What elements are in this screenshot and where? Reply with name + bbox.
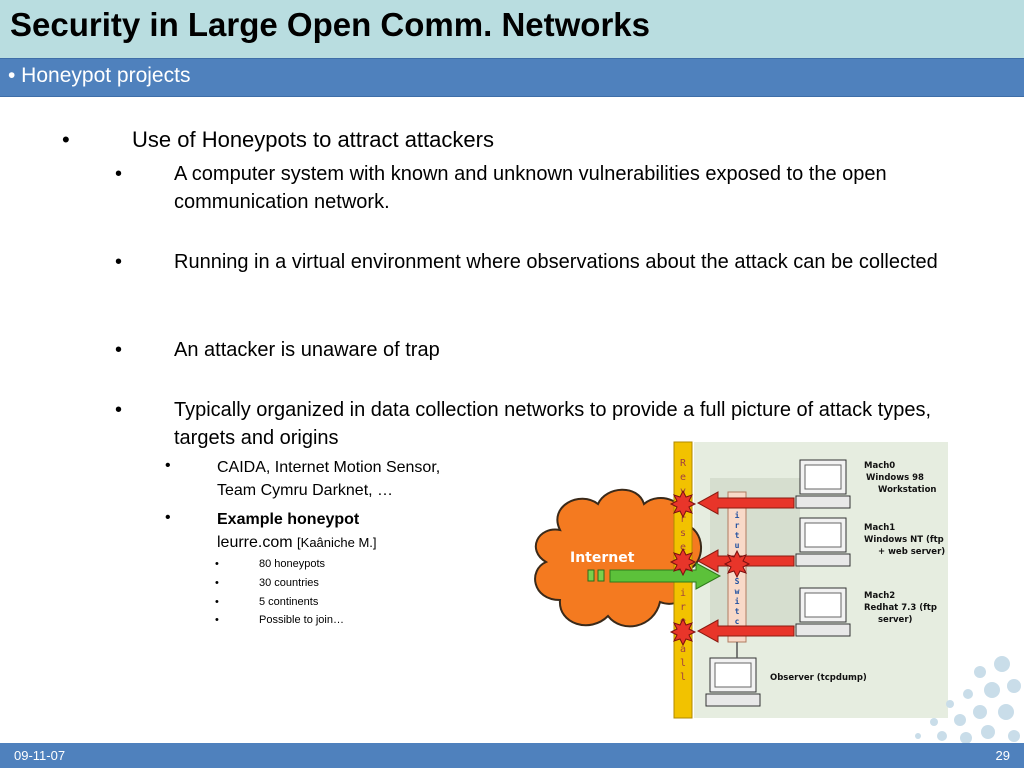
fourth-level-item-3: 5 continents [259, 596, 319, 608]
firewall-letter: e [680, 542, 686, 553]
burst-icon [723, 549, 751, 579]
mach0-os-line1: Windows 98 [866, 473, 924, 483]
third-level-item-2: Example honeypot leurre.com [Kaâniche M.… [217, 508, 377, 554]
bullet-dot: • [215, 614, 219, 626]
citation: [Kaâniche M.] [297, 535, 377, 550]
switch-letter: r [735, 521, 740, 530]
cloud-port-icon [597, 569, 605, 582]
firewall-letter: r [680, 602, 686, 613]
red-arrow-mach0 [696, 491, 795, 515]
page-number: 29 [995, 748, 1010, 763]
fourth-level-item-2: 30 countries [259, 577, 319, 589]
mach2-os-line1: Redhat 7.3 (ftp [864, 603, 937, 613]
mach0-name: Mach0 [864, 461, 895, 471]
bullet-dot: • [115, 251, 123, 273]
switch-letter: t [735, 607, 740, 616]
firewall-letter: a [680, 644, 686, 655]
switch-letter: t [735, 531, 740, 540]
observer-label: Observer (tcpdump) [770, 673, 867, 683]
bullet-dot: • [115, 399, 123, 421]
honeypot-network-diagram: Internet R e v e r s e F i r e w a l l V… [534, 441, 948, 719]
third-level-item-1-line-2: Team Cymru Darknet, … [217, 482, 394, 499]
bullet-dot: • [215, 596, 219, 608]
computer-icon-mach2 [795, 587, 851, 637]
mach1-os-line2: + web server) [878, 547, 945, 557]
sub-bullet-1: A computer system with known and unknown… [174, 163, 887, 213]
red-arrow-mach2 [696, 619, 795, 643]
switch-letter: i [735, 596, 740, 606]
bullet-dot: • [115, 163, 123, 185]
mach1-os-line1: Windows NT (ftp [864, 535, 944, 545]
decorative-dot-pattern [915, 656, 1021, 744]
footer-date: 09-11-07 [14, 748, 66, 763]
example-honeypot-label: Example honeypot [217, 511, 360, 528]
leurre-link-text: leurre.com [217, 534, 293, 551]
footer-band: 09-11-07 29 [0, 743, 1024, 768]
bullet-dot: • [115, 339, 123, 361]
bullet-dot: • [215, 577, 219, 589]
computer-icon-mach1 [795, 517, 851, 567]
firewall-letter: l [680, 672, 686, 683]
switch-letter: i [735, 510, 740, 520]
computer-icon-mach0 [795, 459, 851, 509]
red-arrows [696, 491, 795, 643]
slide-title: Security in Large Open Comm. Networks [10, 6, 650, 43]
internet-label: Internet [570, 550, 635, 566]
firewall-letter: r [680, 514, 686, 525]
burst-icon [669, 547, 697, 577]
bullet-dot: • [215, 558, 219, 570]
burst-icons [669, 489, 751, 647]
firewall-letter: i [680, 588, 686, 599]
bullet-dot: • [165, 509, 171, 526]
switch-letter: u [735, 541, 740, 550]
mach1-name: Mach1 [864, 523, 895, 533]
computer-icon-observer [705, 657, 761, 707]
fourth-level-item-4: Possible to join… [259, 614, 344, 626]
subtitle-band: • Honeypot projects [0, 58, 1024, 97]
sub-bullet-4: Typically organized in data collection n… [174, 399, 932, 449]
switch-letter: w [735, 587, 740, 596]
switch-letter: S [735, 577, 740, 586]
main-bullet: Use of Honeypots to attract attackers [132, 127, 494, 152]
burst-icon [669, 617, 697, 647]
third-level-item-1: CAIDA, Internet Motion Sensor, Team Cymr… [217, 456, 440, 502]
decor-dots [915, 656, 1021, 744]
cloud-port-icon [587, 569, 595, 582]
firewall-letter: e [680, 472, 686, 483]
firewall-letter: s [680, 528, 686, 539]
mach2-name: Mach2 [864, 591, 895, 601]
red-arrow-mach1 [696, 549, 795, 573]
bullet-dot: • [165, 457, 171, 474]
slide-subtitle: • Honeypot projects [8, 64, 191, 87]
firewall-letter: R [680, 458, 687, 469]
third-level-item-1-line-1: CAIDA, Internet Motion Sensor, [217, 459, 441, 476]
firewall-letter: l [680, 658, 686, 669]
sub-bullet-2: Running in a virtual environment where o… [174, 251, 938, 273]
title-band: Security in Large Open Comm. Networks [0, 0, 1024, 58]
mach2-os-line2: server) [878, 615, 913, 625]
burst-icon [669, 489, 697, 519]
sub-bullet-3: An attacker is unaware of trap [174, 339, 440, 361]
fourth-level-item-1: 80 honeypots [259, 558, 326, 570]
green-arrow [609, 562, 722, 590]
bullet-dot: • [62, 127, 70, 152]
mach0-os-line2: Workstation [878, 485, 936, 495]
switch-letter: c [735, 617, 740, 626]
